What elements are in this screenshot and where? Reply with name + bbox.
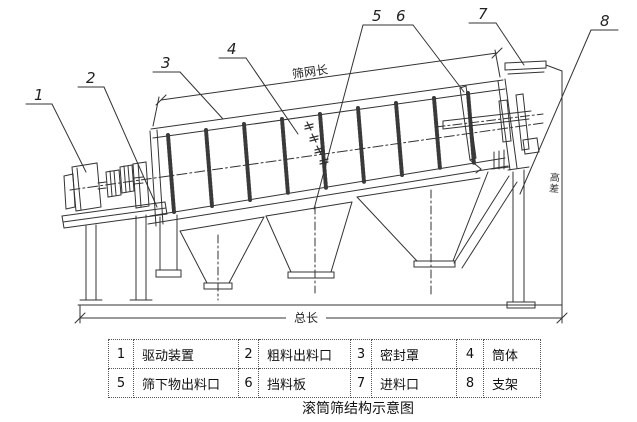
legend-table: 1 驱动装置 2 粗料出料口 3 密封罩 4 筒体 5 筛下物出料口 6 挡料板… <box>108 339 541 398</box>
callout-7: 7 <box>478 5 488 23</box>
legend-num: 7 <box>350 368 372 398</box>
legend-label: 支架 <box>483 368 541 398</box>
screen-length-label: 筛网长 <box>291 62 329 82</box>
legend-label: 粗料出料口 <box>258 339 351 369</box>
callout-5: 5 <box>372 7 382 25</box>
coarse-discharge-chute <box>155 214 182 278</box>
baffle-and-feed-pipe <box>435 85 544 174</box>
legend-num: 4 <box>456 339 484 369</box>
undersize-hoppers <box>179 171 489 301</box>
base-frame-legs <box>61 201 168 306</box>
support-frame <box>453 70 563 309</box>
callout-3: 3 <box>161 54 171 72</box>
legend-num: 3 <box>350 339 372 369</box>
drum-annotation-scribble <box>304 121 329 166</box>
drum-axis-centerline <box>69 122 544 191</box>
diagram-caption: 滚筒筛结构示意图 <box>302 401 414 417</box>
callout-8: 8 <box>600 12 610 30</box>
callout-1: 1 <box>34 86 44 104</box>
dimension-screen-length <box>152 47 503 127</box>
callout-2: 2 <box>86 69 96 87</box>
legend-label: 挡料板 <box>258 368 351 398</box>
legend-label: 筒体 <box>483 339 541 369</box>
drive-unit <box>63 161 150 212</box>
legend-label: 驱动装置 <box>133 339 239 369</box>
drum-rib-rings <box>166 91 476 214</box>
legend-label: 进料口 <box>371 368 457 398</box>
legend-label: 筛下物出料口 <box>133 368 239 398</box>
feed-inlet-tray <box>504 60 563 75</box>
callout-6: 6 <box>396 7 406 25</box>
legend-num: 1 <box>108 339 134 369</box>
legend-row-2: 5 筛下物出料口 6 挡料板 7 进料口 8 支架 <box>108 368 541 398</box>
legend-num: 5 <box>108 368 134 398</box>
legend-num: 6 <box>238 368 259 398</box>
callout-leaders <box>25 22 619 210</box>
legend-num: 8 <box>456 368 484 398</box>
callout-4: 4 <box>227 40 237 58</box>
height-difference-label: 高差 <box>546 171 559 195</box>
legend-num: 2 <box>238 339 259 369</box>
total-length-label: 总长 <box>294 311 318 325</box>
legend-label: 密封罩 <box>371 339 457 369</box>
legend-row-1: 1 驱动装置 2 粗料出料口 3 密封罩 4 筒体 <box>108 339 541 369</box>
drum-body <box>147 78 518 227</box>
